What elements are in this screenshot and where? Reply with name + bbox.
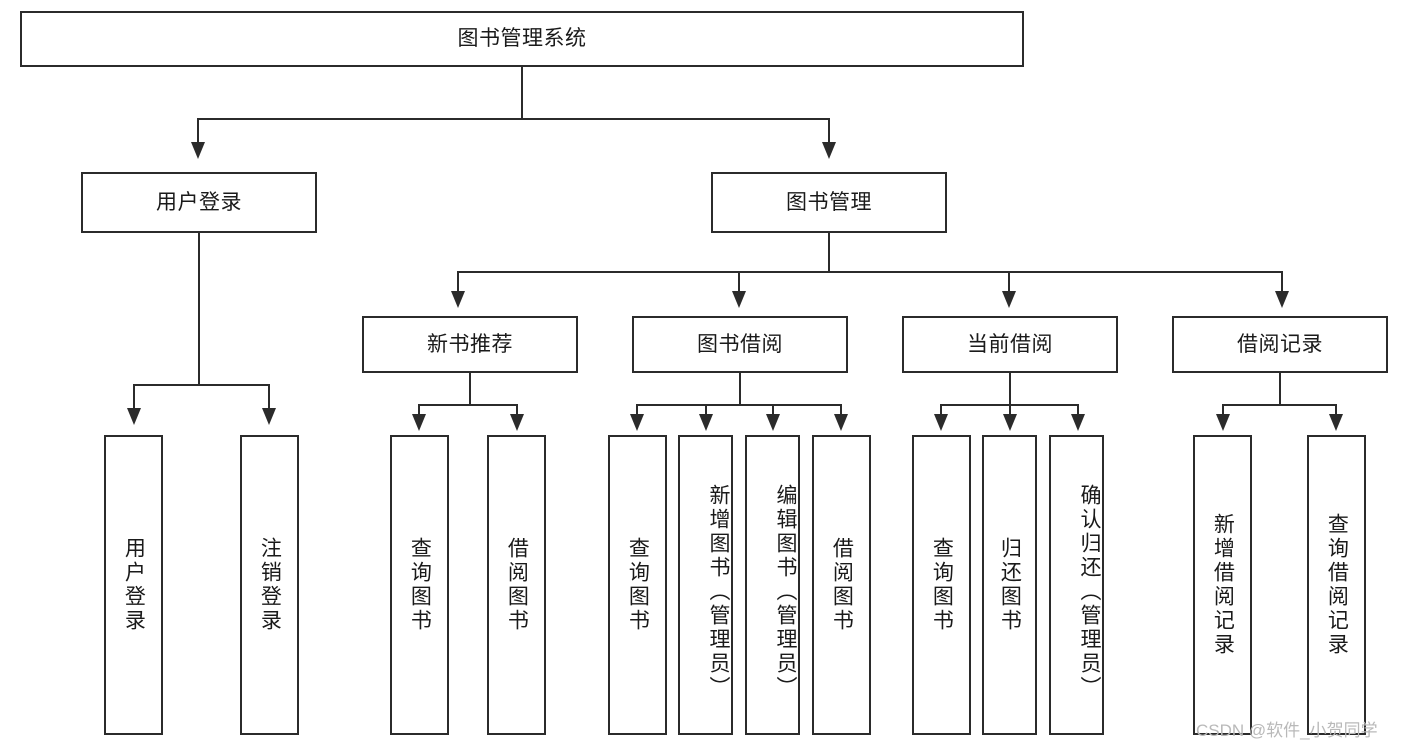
- connector-level3-drop-1: [457, 271, 459, 295]
- leaf-borrow-book-2[interactable]: 借阅图书: [812, 435, 871, 735]
- leaf-query-book-2[interactable]: 查询图书: [608, 435, 667, 735]
- connector-level3-bus: [458, 271, 1282, 273]
- node-root-system[interactable]: 图书管理系统: [20, 11, 1024, 67]
- connector-current-borrow-drop-2: [1009, 404, 1011, 418]
- connector-borrow-record-drop-1: [1222, 404, 1224, 418]
- connector-book-borrow-drop-1: [636, 404, 638, 418]
- arrow-to-user-login: [191, 142, 205, 159]
- arrow-to-leaf-add-book: [699, 414, 713, 431]
- connector-current-borrow-stem: [1009, 373, 1011, 405]
- arrow-to-leaf-add-record: [1216, 414, 1230, 431]
- connector-user-login-drop-2: [268, 384, 270, 412]
- node-label: 当前借阅: [967, 332, 1053, 356]
- csdn-watermark: CSDN @软件_小贺同学: [1196, 721, 1378, 740]
- arrow-to-leaf-user-logout: [262, 408, 276, 425]
- connector-level3-drop-2: [738, 271, 740, 295]
- connector-new-book-stem: [469, 373, 471, 405]
- arrow-to-borrow-record: [1275, 291, 1289, 308]
- leaf-query-book-1[interactable]: 查询图书: [390, 435, 449, 735]
- node-current-borrow[interactable]: 当前借阅: [902, 316, 1118, 373]
- node-book-management[interactable]: 图书管理: [711, 172, 947, 233]
- connector-book-borrow-bus: [637, 404, 841, 406]
- leaf-add-record[interactable]: 新增借阅记录: [1193, 435, 1252, 735]
- leaf-confirm-return[interactable]: 确认归还（管理员）: [1049, 435, 1104, 735]
- connector-book-management-stem: [828, 233, 830, 273]
- leaf-return-book[interactable]: 归还图书: [982, 435, 1037, 735]
- connector-user-login-stem: [198, 233, 200, 385]
- connector-root-stem: [521, 67, 523, 119]
- node-label: 图书管理系统: [457, 27, 587, 51]
- arrow-to-leaf-borrow-book-2: [834, 414, 848, 431]
- node-label: 借阅图书: [505, 537, 529, 633]
- connector-root-drop-right: [828, 118, 830, 146]
- connector-user-login-bus: [134, 384, 269, 386]
- connector-new-book-bus: [419, 404, 517, 406]
- node-label: 查询图书: [930, 537, 954, 633]
- node-label: 确认归还（管理员）: [1078, 484, 1101, 700]
- node-borrow-record[interactable]: 借阅记录: [1172, 316, 1388, 373]
- leaf-user-login[interactable]: 用户登录: [104, 435, 163, 735]
- connector-book-borrow-drop-2: [705, 404, 707, 418]
- connector-borrow-record-drop-2: [1335, 404, 1337, 418]
- node-label: 图书借阅: [697, 332, 783, 356]
- arrow-to-leaf-borrow-book-1: [510, 414, 524, 431]
- leaf-query-book-3[interactable]: 查询图书: [912, 435, 971, 735]
- leaf-add-book[interactable]: 新增图书（管理员）: [678, 435, 733, 735]
- node-label: 注销登录: [258, 537, 282, 633]
- arrow-to-leaf-query-book-3: [934, 414, 948, 431]
- connector-level3-drop-3: [1008, 271, 1010, 295]
- connector-root-drop-left: [197, 118, 199, 146]
- arrow-to-leaf-query-record: [1329, 414, 1343, 431]
- arrow-to-book-borrow: [732, 291, 746, 308]
- node-label: 借阅记录: [1237, 332, 1323, 356]
- arrow-to-leaf-query-book-1: [412, 414, 426, 431]
- leaf-user-logout[interactable]: 注销登录: [240, 435, 299, 735]
- connector-new-book-drop-1: [418, 404, 420, 418]
- connector-book-borrow-drop-4: [840, 404, 842, 418]
- node-label: 归还图书: [998, 537, 1022, 633]
- connector-borrow-record-bus: [1223, 404, 1336, 406]
- node-label: 用户登录: [156, 190, 242, 214]
- arrow-to-leaf-query-book-2: [630, 414, 644, 431]
- connector-book-borrow-drop-3: [772, 404, 774, 418]
- arrow-to-leaf-user-login: [127, 408, 141, 425]
- arrow-to-leaf-return-book: [1003, 414, 1017, 431]
- arrow-to-book-management: [822, 142, 836, 159]
- connector-borrow-record-stem: [1279, 373, 1281, 405]
- arrow-to-new-book-recommend: [451, 291, 465, 308]
- arrow-to-current-borrow: [1002, 291, 1016, 308]
- arrow-to-leaf-edit-book: [766, 414, 780, 431]
- leaf-edit-book[interactable]: 编辑图书（管理员）: [745, 435, 800, 735]
- node-label: 查询图书: [408, 537, 432, 633]
- node-label: 编辑图书（管理员）: [774, 484, 797, 700]
- connector-current-borrow-drop-1: [940, 404, 942, 418]
- arrow-to-leaf-confirm-return: [1071, 414, 1085, 431]
- node-label: 新增图书（管理员）: [707, 484, 730, 700]
- node-user-login[interactable]: 用户登录: [81, 172, 317, 233]
- leaf-borrow-book-1[interactable]: 借阅图书: [487, 435, 546, 735]
- connector-root-bus: [198, 118, 830, 120]
- connector-current-borrow-drop-3: [1077, 404, 1079, 418]
- node-label: 查询图书: [626, 537, 650, 633]
- connector-user-login-drop-1: [133, 384, 135, 412]
- leaf-query-record[interactable]: 查询借阅记录: [1307, 435, 1366, 735]
- node-label: 新增借阅记录: [1211, 513, 1235, 657]
- node-book-borrow[interactable]: 图书借阅: [632, 316, 848, 373]
- node-label: 新书推荐: [427, 332, 513, 356]
- connector-level3-drop-4: [1281, 271, 1283, 295]
- node-label: 借阅图书: [830, 537, 854, 633]
- connector-new-book-drop-2: [516, 404, 518, 418]
- node-label: 用户登录: [122, 537, 146, 633]
- node-label: 图书管理: [786, 190, 872, 214]
- connector-book-borrow-stem: [739, 373, 741, 405]
- node-label: 查询借阅记录: [1325, 513, 1349, 657]
- node-new-book-recommend[interactable]: 新书推荐: [362, 316, 578, 373]
